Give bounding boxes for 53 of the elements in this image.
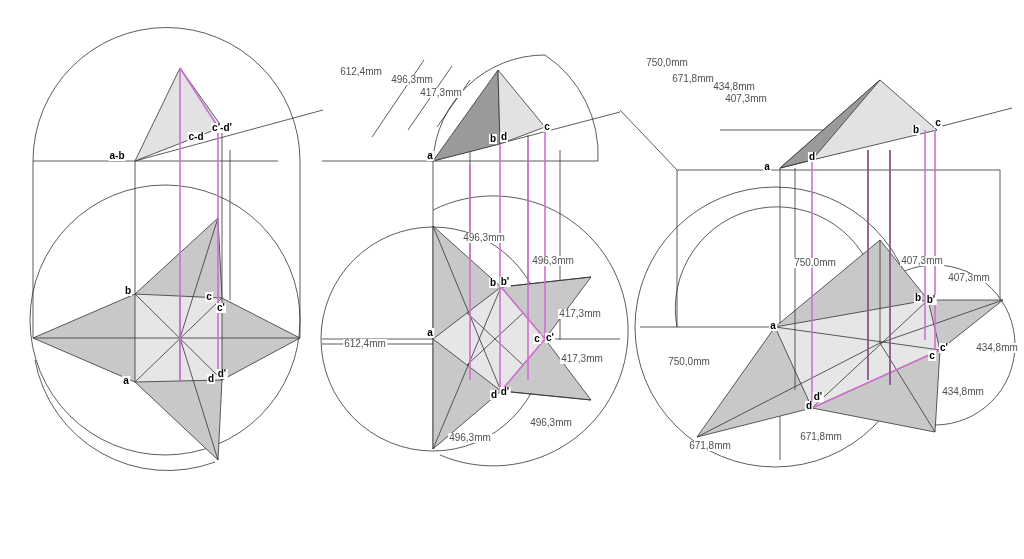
dimension-label: 407,3mm	[900, 256, 944, 266]
point-label: c	[928, 351, 936, 361]
dimension-label: 671,8mm	[799, 432, 843, 442]
dimension-label: 750,0mm	[667, 357, 711, 367]
point-label: d'	[499, 387, 511, 397]
point-label: b	[123, 286, 133, 296]
point-label: c'	[216, 303, 226, 313]
dimension-label: 407,3mm	[724, 94, 768, 104]
dimension-label: 671,8mm	[671, 74, 715, 84]
dimension-label: 612,4mm	[339, 67, 383, 77]
point-label: a	[122, 376, 130, 386]
point-label: b'	[499, 277, 511, 287]
point-label: c	[934, 118, 942, 128]
point-label: d	[499, 132, 509, 142]
point-label: d	[489, 390, 499, 400]
point-label: c-d	[187, 132, 205, 142]
dimension-label: 407,3mm	[947, 273, 991, 283]
point-label: b	[913, 293, 923, 303]
point-label: d'	[216, 369, 228, 379]
point-label: b	[488, 134, 498, 144]
dimension-label: 496,3mm	[529, 418, 573, 428]
point-label: d	[807, 152, 817, 162]
dimension-label: 417,3mm	[419, 88, 463, 98]
point-label: b	[488, 278, 498, 288]
dimension-label: 434,8mm	[941, 387, 985, 397]
dimension-label: 496,3mm	[390, 75, 434, 85]
dimension-label: 612,4mm	[343, 339, 387, 349]
point-label: c	[543, 122, 551, 132]
point-label: a	[426, 328, 434, 338]
point-label: d	[206, 374, 216, 384]
point-label: c	[533, 334, 541, 344]
point-label: a	[763, 162, 771, 172]
point-label: c	[205, 292, 213, 302]
point-label: c'	[939, 343, 949, 353]
dimension-label: 417,3mm	[560, 354, 604, 364]
dimension-label: 750,0mm	[793, 258, 837, 268]
dimension-label: 434,8mm	[975, 343, 1019, 353]
point-label: a-b	[108, 151, 126, 161]
dimension-label: 417,3mm	[558, 309, 602, 319]
point-label: c'	[545, 333, 555, 343]
point-label: a	[426, 151, 434, 161]
point-label: b	[911, 125, 921, 135]
point-label: b'	[925, 295, 937, 305]
dimension-label: 750,0mm	[645, 58, 689, 68]
point-label: a	[769, 321, 777, 331]
dimension-label: 496,3mm	[448, 433, 492, 443]
dimension-label: 496,3mm	[462, 233, 506, 243]
dimension-label: 496,3mm	[531, 256, 575, 266]
point-label: d	[804, 401, 814, 411]
point-label: d'	[812, 392, 824, 402]
point-label: c'-d'	[211, 123, 233, 133]
dimension-label: 434,8mm	[712, 82, 756, 92]
dimension-label: 671,8mm	[688, 441, 732, 451]
